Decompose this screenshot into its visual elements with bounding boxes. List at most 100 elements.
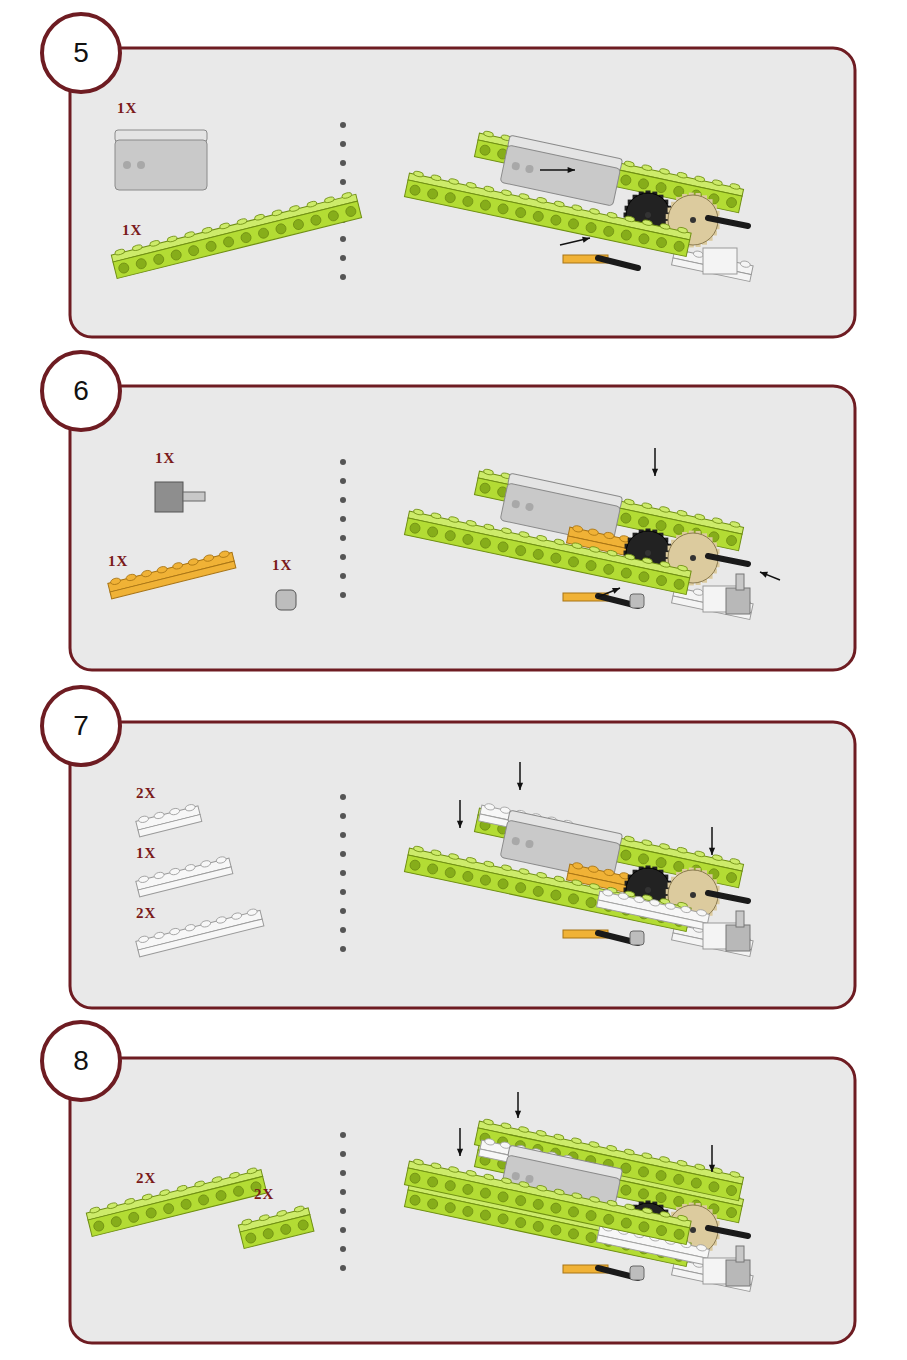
beam-stud xyxy=(694,175,705,182)
step-number: 5 xyxy=(73,37,89,69)
beam-stud xyxy=(124,1198,135,1205)
arrow-head xyxy=(709,1165,715,1172)
plate-face xyxy=(110,561,236,599)
part-group xyxy=(404,802,753,956)
beam-hole xyxy=(726,535,738,547)
beam-hole xyxy=(409,522,421,534)
divider-dot xyxy=(340,535,346,541)
beam-stud xyxy=(431,174,442,181)
beam-hole xyxy=(462,195,474,207)
arrow-head xyxy=(652,469,658,476)
beam-hole xyxy=(275,223,287,235)
divider-dot xyxy=(340,122,346,128)
beam-stud xyxy=(324,196,335,203)
beam-stud xyxy=(642,219,653,226)
beam-hole xyxy=(638,571,650,583)
divider-dot xyxy=(340,851,346,857)
beam-hole xyxy=(480,874,492,886)
beam-hole xyxy=(620,1184,632,1196)
beam-hole xyxy=(638,516,650,528)
plate-stud xyxy=(110,577,121,585)
plate-stud xyxy=(157,566,168,574)
beam-stud xyxy=(553,1134,564,1141)
beam-stud xyxy=(536,535,547,542)
plate-stud xyxy=(203,554,214,562)
beam-stud xyxy=(202,227,213,234)
bush xyxy=(630,1266,644,1280)
beam-hole xyxy=(480,199,492,211)
beam-stud xyxy=(730,858,741,865)
divider-dot xyxy=(340,1170,346,1176)
beam-stud xyxy=(501,1122,512,1129)
motor-hole xyxy=(525,164,534,173)
beam-stud xyxy=(519,868,530,875)
beam-hole xyxy=(480,1209,492,1221)
motor-body xyxy=(115,140,207,190)
parts-art xyxy=(85,122,780,1291)
plate-stud xyxy=(154,931,165,939)
plate-stud xyxy=(603,869,614,877)
beam-hole xyxy=(409,184,421,196)
beam-hole xyxy=(205,240,217,252)
part-group xyxy=(107,549,236,598)
beam-hole xyxy=(585,1210,597,1222)
divider-dot xyxy=(340,459,346,465)
bush xyxy=(630,594,644,608)
beam-stud xyxy=(483,524,494,531)
beam-hole xyxy=(257,227,269,239)
beam-stud xyxy=(589,1141,600,1148)
plate-stud xyxy=(154,871,165,879)
divider-dot xyxy=(340,160,346,166)
beam-stud xyxy=(554,876,565,883)
beam-stud xyxy=(624,215,635,222)
beam-stud xyxy=(114,248,125,255)
beam-hole xyxy=(673,240,685,252)
beam-hole xyxy=(232,1185,244,1197)
beam-hole xyxy=(656,575,668,587)
beam-stud xyxy=(194,1180,205,1187)
part-count: 2X xyxy=(136,905,156,922)
beam-top xyxy=(478,1121,744,1184)
plate-stud xyxy=(138,815,149,823)
gear-axle xyxy=(690,217,696,223)
beam-face xyxy=(404,518,689,595)
plate-stud xyxy=(216,856,227,864)
beam-hole xyxy=(726,1185,738,1197)
beam-stud xyxy=(660,561,671,568)
plate-face xyxy=(597,900,708,930)
beam-stud xyxy=(159,1189,170,1196)
beam-hole xyxy=(480,537,492,549)
beam-hole xyxy=(532,1220,544,1232)
beam-stud xyxy=(132,244,143,251)
beam-stud xyxy=(149,240,160,247)
divider-dot xyxy=(340,255,346,261)
divider-dot xyxy=(340,927,346,933)
beam-hole xyxy=(620,1217,632,1229)
beam-stud xyxy=(624,499,635,506)
beam-stud xyxy=(431,512,442,519)
beam-face xyxy=(404,180,689,257)
part-count: 1X xyxy=(272,557,292,574)
step-panel xyxy=(70,48,855,337)
beam-hole xyxy=(638,853,650,865)
beam-hole xyxy=(532,210,544,222)
divider-dot xyxy=(340,1265,346,1271)
part-count: 1X xyxy=(155,450,175,467)
beam-stud xyxy=(642,164,653,171)
beam-stud xyxy=(483,186,494,193)
gear-axle xyxy=(690,892,696,898)
beam-hole xyxy=(262,1228,274,1240)
part-group xyxy=(404,1118,753,1292)
arrow-head xyxy=(582,237,590,243)
beam-stud xyxy=(167,235,178,242)
beam-hole xyxy=(515,207,527,219)
beam-stud xyxy=(660,223,671,230)
beam-hole xyxy=(497,1213,509,1225)
beam-hole xyxy=(568,1228,580,1240)
beam-stud xyxy=(483,131,494,138)
step-circle: 7 xyxy=(40,685,122,767)
beam-stud xyxy=(413,1159,424,1166)
beam-stud xyxy=(642,502,653,509)
beam-stud xyxy=(519,1181,530,1188)
connector-brick xyxy=(726,588,750,614)
